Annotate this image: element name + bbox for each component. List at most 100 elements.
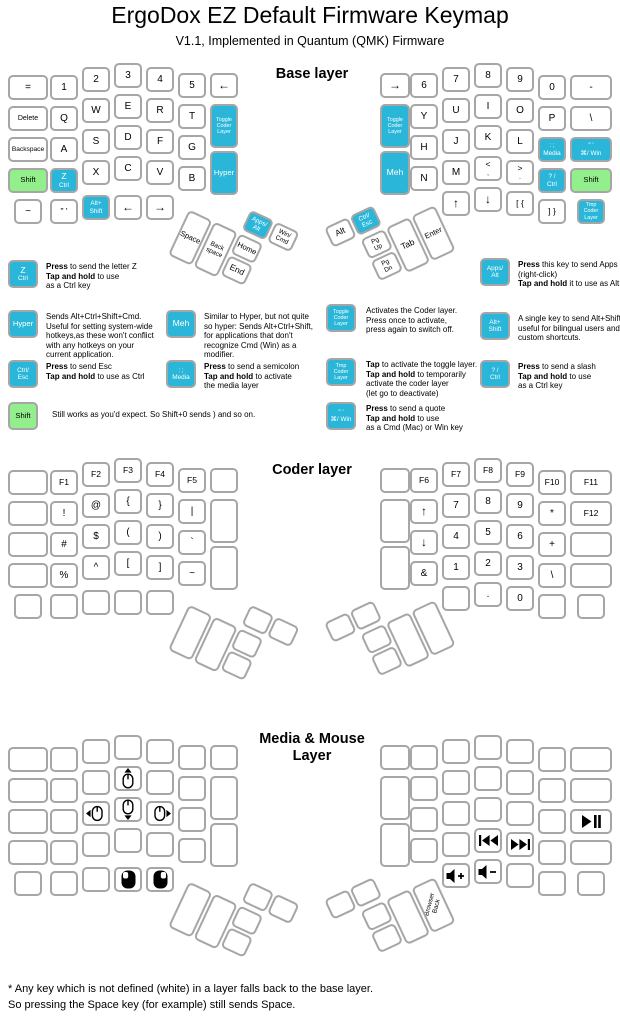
key-blank: [538, 778, 566, 803]
key-symbol: [ {: [506, 191, 534, 216]
key-w: W: [82, 98, 110, 123]
key-label: 8: [485, 69, 491, 81]
key-label: Shift: [583, 175, 599, 185]
key-blank: [506, 739, 534, 764]
key-label: Alt+: [489, 318, 501, 326]
key-0: 0: [506, 586, 534, 611]
key-label: ←: [122, 199, 134, 214]
key-blank: [380, 823, 410, 867]
key-symbol: ↑: [410, 499, 438, 524]
key-label: ↑: [421, 503, 427, 518]
key-3: 3: [506, 555, 534, 580]
key-shift: Shift: [570, 168, 612, 193]
key-symbol: ~: [178, 561, 206, 586]
key-blank: [538, 840, 566, 865]
key-x: X: [82, 160, 110, 185]
key-shift: Shift: [8, 168, 48, 193]
key-j: J: [442, 129, 470, 154]
key-label: 6: [421, 79, 427, 91]
footnote-line1: * Any key which is not defined (white) i…: [8, 983, 374, 995]
key-8: 8: [474, 63, 502, 88]
key-blank: [146, 832, 174, 857]
mouse-right-icon: [150, 805, 171, 822]
key-6: 6: [410, 73, 438, 98]
key-label: Coder: [583, 208, 599, 215]
key-blank: [114, 828, 142, 853]
key-blank: [538, 594, 566, 619]
key-blank: [570, 532, 612, 557]
key-label: Z: [61, 171, 67, 182]
key-blank: [50, 809, 78, 834]
page-title: ErgoDox EZ Default Firmware Keymap: [111, 2, 509, 28]
key-label: F6: [418, 474, 430, 485]
key-label: F: [156, 135, 164, 147]
key-blank: [474, 766, 502, 791]
key-label: F12: [583, 507, 599, 518]
vol-down-icon: [478, 864, 498, 879]
key-label: F3: [122, 464, 134, 475]
key-blank: [82, 867, 110, 892]
next-track-icon: [510, 839, 530, 850]
key-5: 5: [474, 520, 502, 545]
key-blank: [506, 863, 534, 888]
key-label: -: [589, 81, 593, 93]
key-label: Tmp: [335, 362, 347, 369]
key-label: 0: [517, 592, 523, 604]
key-blank: [146, 770, 174, 795]
key-label: Shift: [20, 175, 36, 185]
key-win: " '⌘/ Win: [326, 402, 356, 430]
key-symbol: }: [146, 493, 174, 518]
key-label: H: [420, 141, 428, 153]
key-label: <: [485, 159, 491, 170]
key-blank: [570, 778, 612, 803]
key-symbol: <,: [474, 156, 502, 181]
key-label: G: [188, 141, 196, 153]
key-symbol: ←: [210, 73, 238, 98]
key-1: 1: [50, 75, 78, 100]
mouse-up-icon: [120, 768, 136, 789]
key-label: ⌘/ Win: [330, 416, 352, 423]
key-label: ]: [158, 561, 162, 573]
page-subtitle: V1.1, Implemented in Quantum (QMK) Firmw…: [175, 34, 445, 48]
key-delete: Delete: [8, 106, 48, 131]
key-label: Ctrl: [59, 181, 69, 189]
footnote: * Any key which is not defined (white) i…: [8, 982, 373, 1013]
key-label: Coder: [333, 314, 349, 321]
key-symbol: ~: [14, 199, 42, 224]
play-pause-icon: [581, 815, 601, 828]
key-label: ? /: [491, 366, 499, 374]
key-mouse-left: [82, 801, 110, 826]
key-symbol: →: [380, 73, 410, 98]
key-blank: [538, 747, 566, 772]
key-symbol: >.: [506, 160, 534, 185]
key-label: =: [25, 81, 31, 93]
key-label: Coder: [387, 122, 403, 129]
key-r: R: [146, 98, 174, 123]
key-1: 1: [442, 555, 470, 580]
key-symbol: =: [8, 75, 48, 100]
key-o: O: [506, 98, 534, 123]
key-blank: [82, 590, 110, 615]
key-blank: [570, 747, 612, 772]
key-label: Coder: [333, 368, 349, 375]
mouse-down-icon: [120, 799, 136, 820]
key-symbol: *: [538, 501, 566, 526]
key-label: Layer: [334, 375, 348, 382]
key-blank: [82, 739, 110, 764]
key-symbol: (: [114, 520, 142, 545]
key-2: 2: [82, 67, 110, 92]
key-label: I: [486, 100, 490, 112]
key-next-track: [506, 832, 534, 857]
key-symbol: @: [82, 493, 110, 518]
heading-media-layer-text: Media & Mouse: [259, 731, 365, 747]
key-blank: [380, 745, 410, 770]
key-blank: [410, 776, 438, 801]
key-label: Layer: [217, 129, 231, 136]
key-label: F11: [583, 476, 599, 487]
key-f7: F7: [442, 462, 470, 487]
key-label: →: [389, 77, 401, 92]
key-prev-track: [474, 828, 502, 853]
